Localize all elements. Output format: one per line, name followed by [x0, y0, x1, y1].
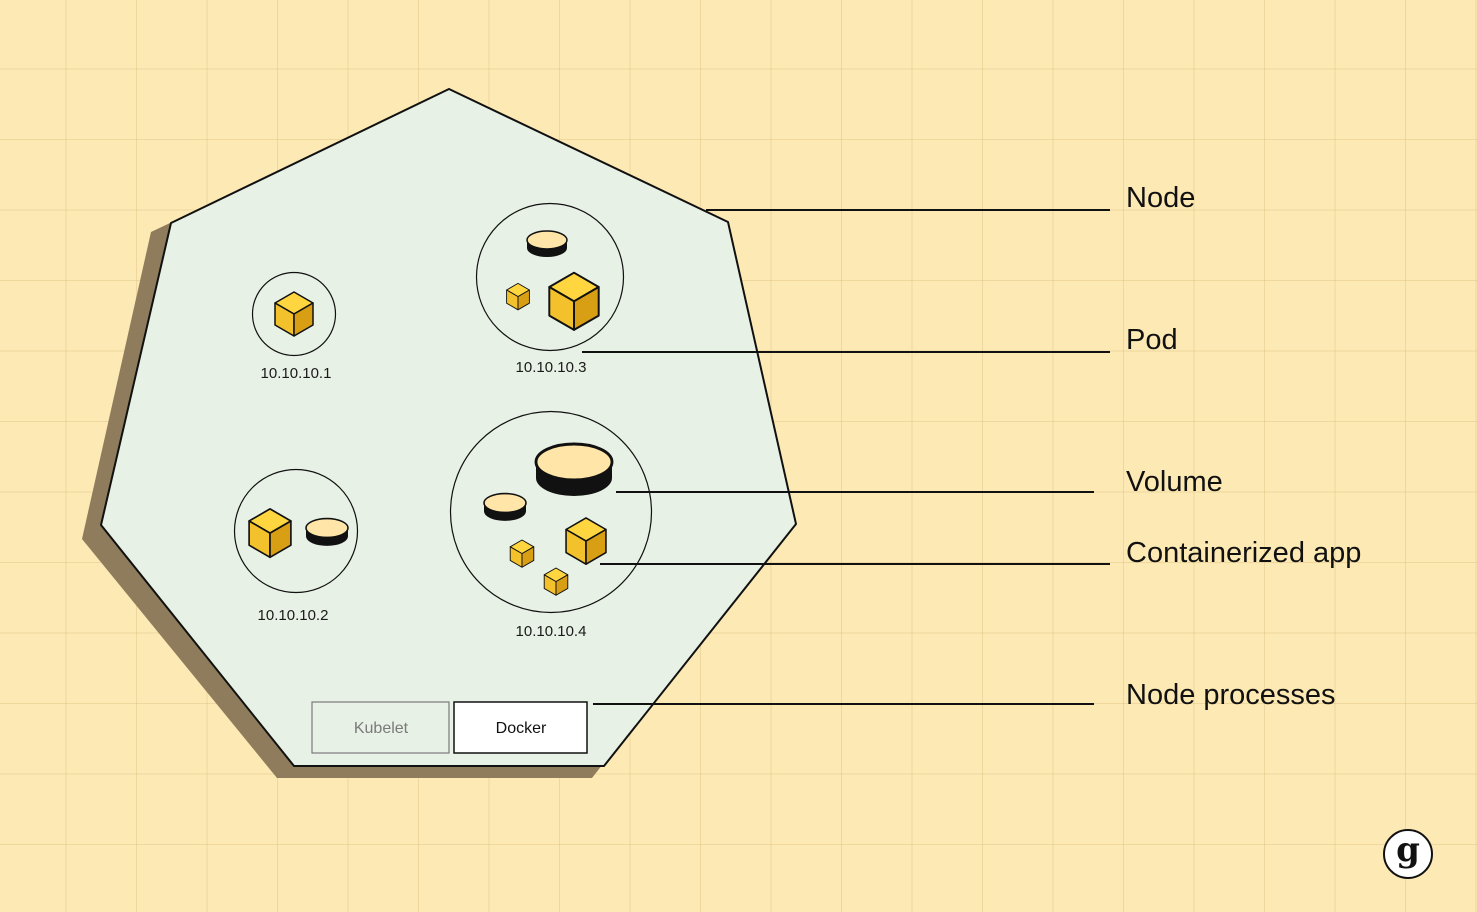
pod-3: 10.10.10.3 — [475, 202, 625, 376]
volume-icon — [534, 442, 614, 498]
volume-icon — [483, 492, 527, 522]
legend-pod: Pod — [1126, 324, 1178, 356]
volume-icon — [526, 230, 568, 258]
legend-volume: Volume — [1126, 466, 1223, 498]
node-heptagon — [100, 88, 797, 767]
pod-4: 10.10.10.4 — [449, 410, 653, 640]
svg-text:Docker: Docker — [496, 720, 547, 737]
legend-node: Node — [1126, 182, 1195, 214]
node-process-docker: Docker — [453, 701, 588, 754]
pod-2: 10.10.10.2 — [233, 468, 359, 624]
pod-ip-label: 10.10.10.1 — [261, 365, 332, 382]
legend-containerized-app: Containerized app — [1126, 537, 1361, 569]
node-process-kubelet: Kubelet — [311, 701, 450, 754]
pod-ip-label: 10.10.10.3 — [516, 359, 587, 376]
logo-icon: g — [1383, 829, 1433, 879]
pod-ip-label: 10.10.10.2 — [258, 607, 329, 624]
svg-text:Kubelet: Kubelet — [354, 720, 409, 737]
leader-lines — [582, 209, 1110, 705]
legend-node-processes: Node processes — [1126, 679, 1336, 711]
volume-icon — [305, 517, 349, 547]
pod-ip-label: 10.10.10.4 — [516, 623, 587, 640]
pod-1: 10.10.10.1 — [251, 271, 337, 382]
